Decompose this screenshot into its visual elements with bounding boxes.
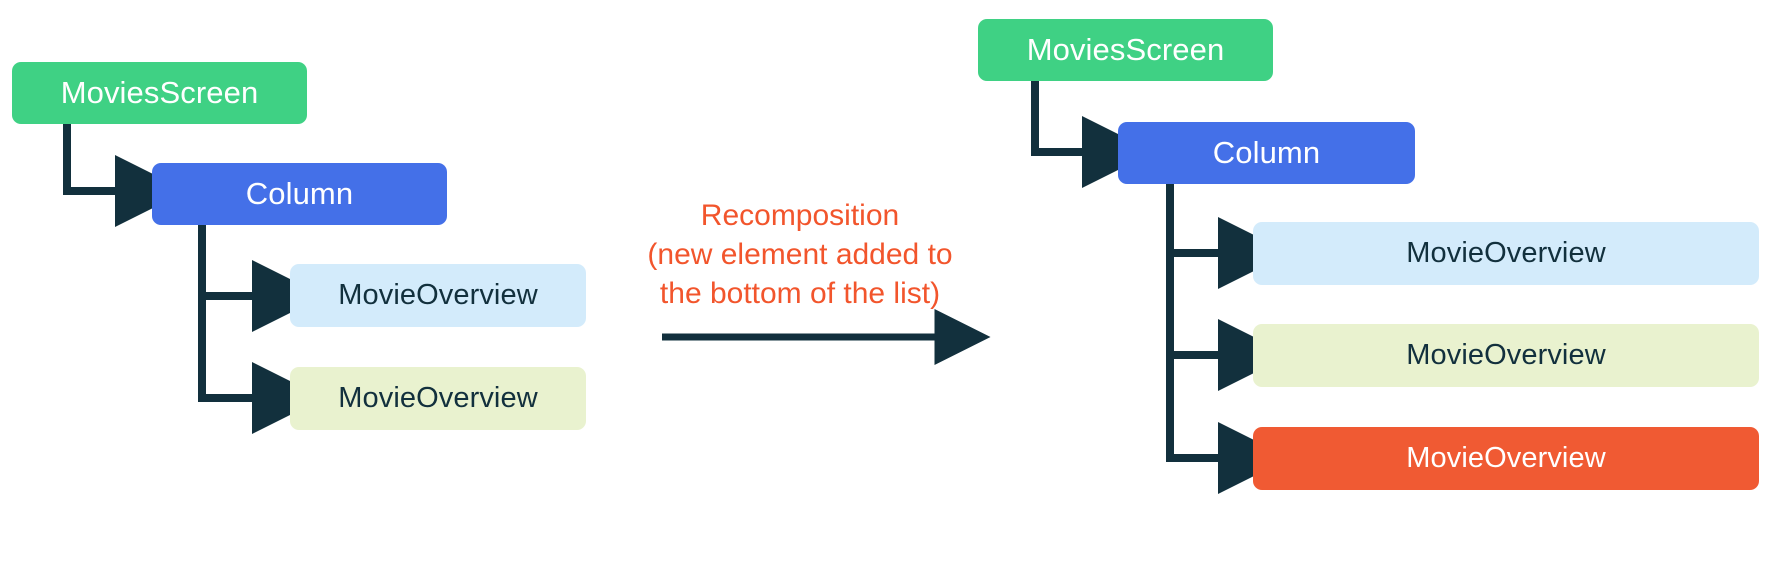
left-connector-column-to-children	[198, 225, 324, 434]
right-connector-column-to-children	[1166, 184, 1290, 494]
recomposition-caption-line-3: the bottom of the list)	[659, 277, 941, 310]
after-node-movie-overview-3-new[interactable]: MovieOverview	[1253, 427, 1759, 490]
recomposition-caption-line-2: (new element added to	[647, 238, 953, 271]
after-node-movie-overview-2[interactable]: MovieOverview	[1253, 324, 1759, 387]
left-connector-screen-to-column	[63, 123, 187, 227]
after-node-movie-overview-1[interactable]: MovieOverview	[1253, 222, 1759, 285]
before-node-movie-overview-2[interactable]: MovieOverview	[290, 367, 586, 430]
before-node-movie-overview-1[interactable]: MovieOverview	[290, 264, 586, 327]
before-node-movies-screen[interactable]: MoviesScreen	[12, 62, 307, 124]
before-node-column[interactable]: Column	[152, 163, 447, 225]
right-connector-screen-to-column	[1031, 81, 1154, 188]
after-node-movies-screen[interactable]: MoviesScreen	[978, 19, 1273, 81]
after-node-column[interactable]: Column	[1118, 122, 1415, 184]
recomposition-caption-line-1: Recomposition	[700, 199, 900, 232]
